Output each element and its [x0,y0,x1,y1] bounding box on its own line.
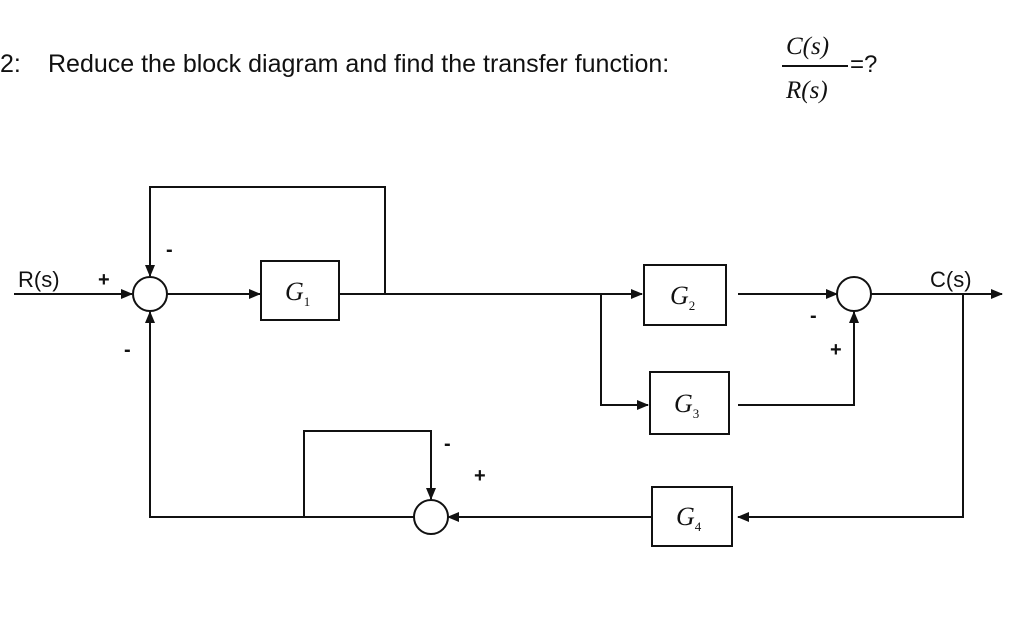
sign-sum3-top: - [444,433,451,455]
sign-sum2-bottom: + [830,339,842,361]
question-text: Reduce the block diagram and find the tr… [48,50,669,78]
input-signal-label: R(s) [18,267,60,292]
block-g2-label: G2 [670,281,695,313]
summing-junction-1 [132,276,168,312]
wire-sum3-sum1 [145,311,414,518]
block-g3-label: G3 [674,389,699,421]
wire-branch-g3 [600,294,649,410]
block-g4 [651,486,733,547]
summing-junction-3 [413,499,449,535]
question-number: 2: [0,50,21,78]
output-signal-label: C(s) [930,267,972,292]
wire-bottom-loop [303,430,436,517]
block-g3 [649,371,730,435]
summing-junction-2 [836,276,872,312]
equals-question: =? [850,51,877,78]
wire-top-feedback [145,186,386,294]
block-g1 [260,260,340,321]
sign-sum1-bottom: - [124,339,131,361]
sign-sum1-left: + [98,269,110,291]
block-g4-label: G4 [676,502,702,534]
fraction-numerator: C(s) [786,33,829,60]
block-g2 [643,264,727,326]
sign-sum1-top: - [166,239,173,261]
wire-output-g4 [737,294,964,522]
wire-g3-sum2 [738,311,859,406]
sign-sum2-left: - [810,305,817,327]
sign-sum3-right: + [474,465,486,487]
block-g1-label: G1 [285,277,310,309]
fraction-denominator: R(s) [785,77,828,104]
